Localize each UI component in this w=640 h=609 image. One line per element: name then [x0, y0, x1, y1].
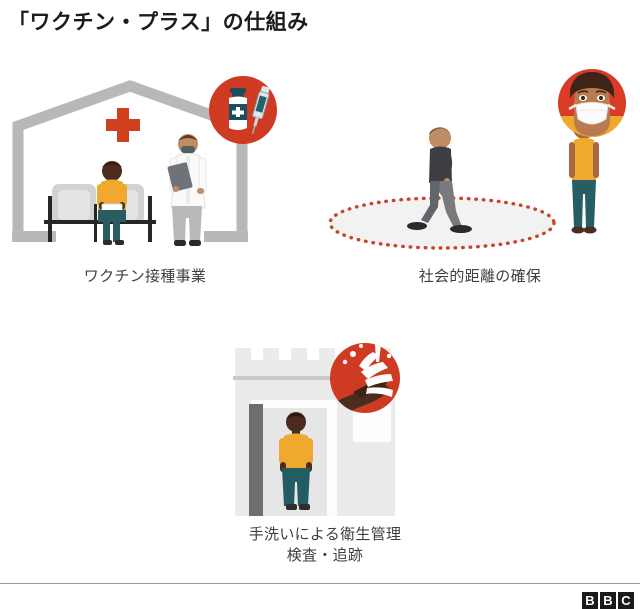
panel-distancing: 社会的距離の確保: [320, 68, 640, 287]
social-distancing-illustration: [320, 68, 640, 260]
vaccine-vial-syringe-icon: [209, 76, 277, 144]
clinic-building-outline: [12, 80, 248, 242]
caption-text: 社会的距離の確保: [418, 268, 542, 285]
panel-vaccination: ワクチン接種事業: [0, 68, 290, 287]
distance-ellipse: [328, 196, 556, 250]
clinic-scene-illustration: [0, 68, 290, 260]
caption-text-line2: 検査・追跡: [286, 547, 364, 564]
red-cross-icon: [106, 108, 140, 142]
footer-divider: [0, 583, 640, 584]
masked-face-icon: [558, 69, 626, 137]
panel-distancing-caption: 社会的距離の確保: [320, 266, 640, 287]
seated-patient-figure: [97, 161, 127, 245]
caption-text-line1: 手洗いによる衛生管理: [248, 526, 402, 543]
walking-man-figure: [407, 127, 472, 233]
bbc-letter-c: C: [618, 592, 634, 609]
panel-hygiene: 手洗いによる衛生管理 検査・追跡: [175, 330, 475, 566]
person-in-doorway-figure: [279, 412, 313, 510]
doctor-figure: [167, 134, 207, 246]
building-entrance-illustration: [175, 330, 475, 516]
caption-text: ワクチン接種事業: [83, 268, 207, 285]
doctor-mask: [181, 146, 195, 153]
bbc-letter-b1: B: [582, 592, 598, 609]
bbc-logo: B B C: [582, 592, 634, 609]
bbc-letter-b2: B: [600, 592, 616, 609]
panel-hygiene-caption: 手洗いによる衛生管理 検査・追跡: [175, 524, 475, 566]
footer: B B C: [0, 583, 640, 609]
panel-vaccination-caption: ワクチン接種事業: [0, 266, 290, 287]
page-title: 「ワクチン・プラス」の仕組み: [8, 11, 309, 34]
clipboard-icon: [167, 162, 193, 192]
